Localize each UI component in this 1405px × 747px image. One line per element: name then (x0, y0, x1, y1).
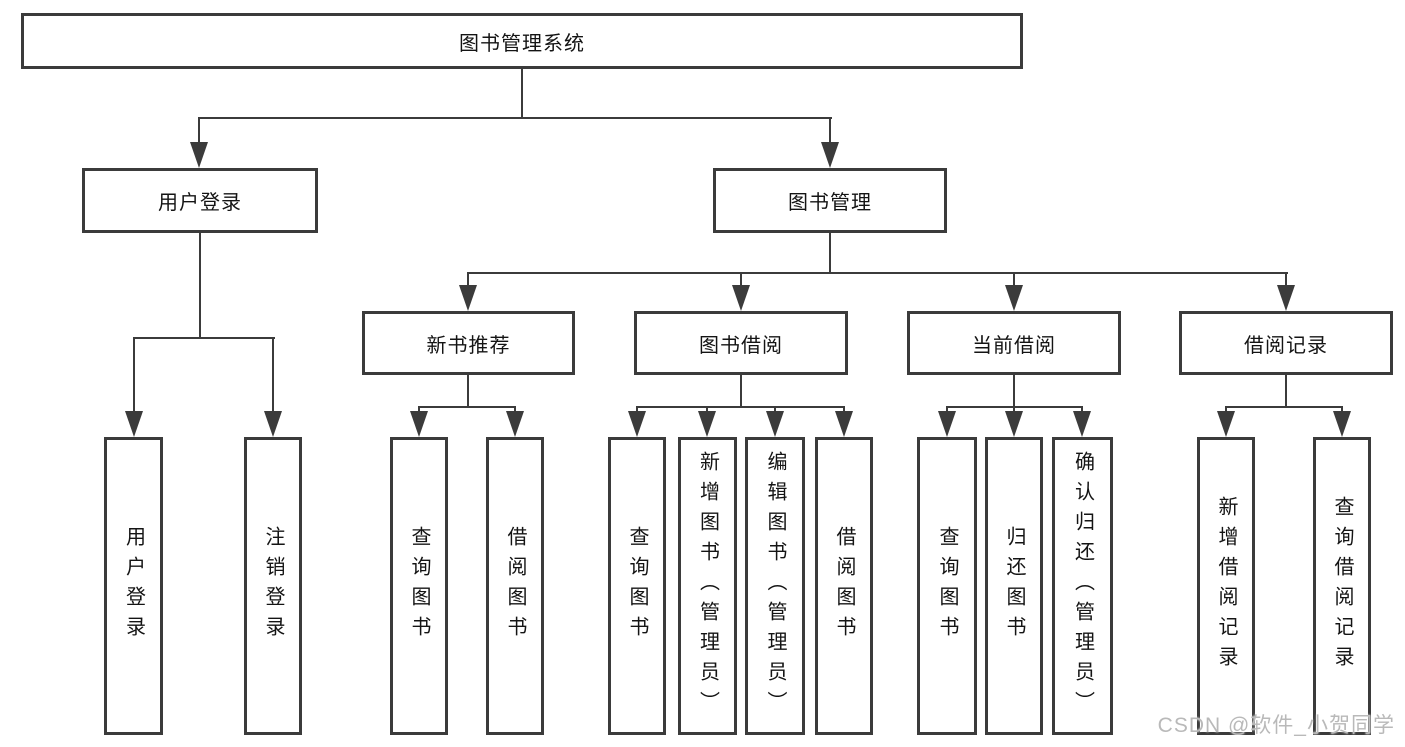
leaf-query-book-current: 查询图书 (917, 437, 977, 735)
node-book-management: 图书管理 (713, 168, 947, 233)
node-borrow-record: 借阅记录 (1179, 311, 1393, 375)
connector-to-leaf-login (133, 337, 135, 415)
connector-book-management-rail (467, 272, 1288, 274)
leaf-edit-book-admin-label: 编辑图书（管理员） (764, 451, 786, 721)
node-borrow-record-label: 借阅记录 (1244, 334, 1328, 357)
leaf-borrow-book-label: 借阅图书 (833, 526, 855, 646)
leaf-add-borrow-record-label: 新增借阅记录 (1215, 496, 1237, 676)
leaf-borrow-book-recommend: 借阅图书 (486, 437, 544, 735)
leaf-logout: 注销登录 (244, 437, 302, 735)
node-user-login: 用户登录 (82, 168, 318, 233)
arrowhead-book-management (821, 142, 839, 168)
connector-to-borrow-record (1285, 272, 1287, 288)
leaf-borrow-book-recommend-label: 借阅图书 (504, 526, 526, 646)
connector-borrow-record-rail (1225, 406, 1343, 408)
node-current-borrow: 当前借阅 (907, 311, 1121, 375)
connector-to-book-borrow (740, 272, 742, 288)
connector-book-borrow-rail (636, 406, 845, 408)
leaf-confirm-return-admin-label: 确认归还（管理员） (1071, 451, 1094, 721)
watermark: CSDN @软件_小贺同学 (1157, 714, 1395, 737)
arrowhead-leaf-query-book-3 (938, 411, 956, 437)
leaf-add-book-admin-label: 新增图书（管理员） (696, 451, 719, 721)
leaf-query-book-recommend: 查询图书 (390, 437, 448, 735)
connector-book-management-stem (829, 233, 831, 274)
arrowhead-book-borrow (732, 285, 750, 311)
leaf-query-borrow-record: 查询借阅记录 (1313, 437, 1371, 735)
connector-new-book-recommend-rail (418, 406, 516, 408)
arrowhead-leaf-add-book (698, 411, 716, 437)
leaf-user-login: 用户登录 (104, 437, 163, 735)
connector-root-to-book-management (829, 117, 831, 145)
arrowhead-borrow-record (1277, 285, 1295, 311)
node-book-management-label: 图书管理 (788, 192, 872, 214)
arrowhead-leaf-query-book-1 (410, 411, 428, 437)
leaf-add-book-admin: 新增图书（管理员） (678, 437, 737, 735)
leaf-query-borrow-record-label: 查询借阅记录 (1331, 496, 1353, 676)
connector-root-to-user-login (198, 117, 200, 145)
arrowhead-leaf-confirm-return (1073, 411, 1091, 437)
node-new-book-recommend: 新书推荐 (362, 311, 575, 375)
connector-new-book-recommend-stem (467, 375, 469, 408)
leaf-add-borrow-record: 新增借阅记录 (1197, 437, 1255, 735)
node-root-label: 图书管理系统 (459, 32, 585, 55)
leaf-user-login-label: 用户登录 (122, 526, 145, 646)
node-book-borrow: 图书借阅 (634, 311, 848, 375)
connector-current-borrow-stem (1013, 375, 1015, 408)
arrowhead-leaf-login (125, 411, 143, 437)
arrowhead-leaf-return-book (1005, 411, 1023, 437)
leaf-confirm-return-admin: 确认归还（管理员） (1052, 437, 1113, 735)
leaf-query-book-borrow: 查询图书 (608, 437, 666, 735)
arrowhead-leaf-edit-book (766, 411, 784, 437)
node-book-borrow-label: 图书借阅 (699, 334, 783, 357)
leaf-query-book-current-label: 查询图书 (936, 526, 958, 646)
arrowhead-leaf-borrow-book-2 (835, 411, 853, 437)
node-user-login-label: 用户登录 (158, 192, 242, 214)
connector-root-rail (198, 117, 832, 119)
leaf-borrow-book: 借阅图书 (815, 437, 873, 735)
arrowhead-leaf-borrow-book-1 (506, 411, 524, 437)
connector-to-new-book-recommend (467, 272, 469, 288)
leaf-edit-book-admin: 编辑图书（管理员） (745, 437, 805, 735)
connector-root-stem (521, 69, 523, 119)
arrowhead-leaf-add-record (1217, 411, 1235, 437)
connector-to-current-borrow (1013, 272, 1015, 288)
leaf-query-book-borrow-label: 查询图书 (626, 526, 648, 646)
connector-to-leaf-logout (272, 337, 274, 415)
leaf-logout-label: 注销登录 (262, 526, 284, 646)
leaf-query-book-recommend-label: 查询图书 (408, 526, 430, 646)
node-new-book-recommend-label: 新书推荐 (426, 334, 511, 357)
arrowhead-leaf-query-book-2 (628, 411, 646, 437)
connector-user-login-rail (133, 337, 275, 339)
leaf-return-book-label: 归还图书 (1003, 526, 1025, 646)
node-current-borrow-label: 当前借阅 (972, 334, 1056, 357)
connector-book-borrow-stem (740, 375, 742, 408)
arrowhead-new-book-recommend (459, 285, 477, 311)
arrowhead-leaf-query-record (1333, 411, 1351, 437)
connector-borrow-record-stem (1285, 375, 1287, 408)
leaf-return-book: 归还图书 (985, 437, 1043, 735)
connector-user-login-stem (199, 233, 201, 339)
arrowhead-user-login (190, 142, 208, 168)
arrowhead-current-borrow (1005, 285, 1023, 311)
arrowhead-leaf-logout (264, 411, 282, 437)
node-root: 图书管理系统 (21, 13, 1023, 69)
